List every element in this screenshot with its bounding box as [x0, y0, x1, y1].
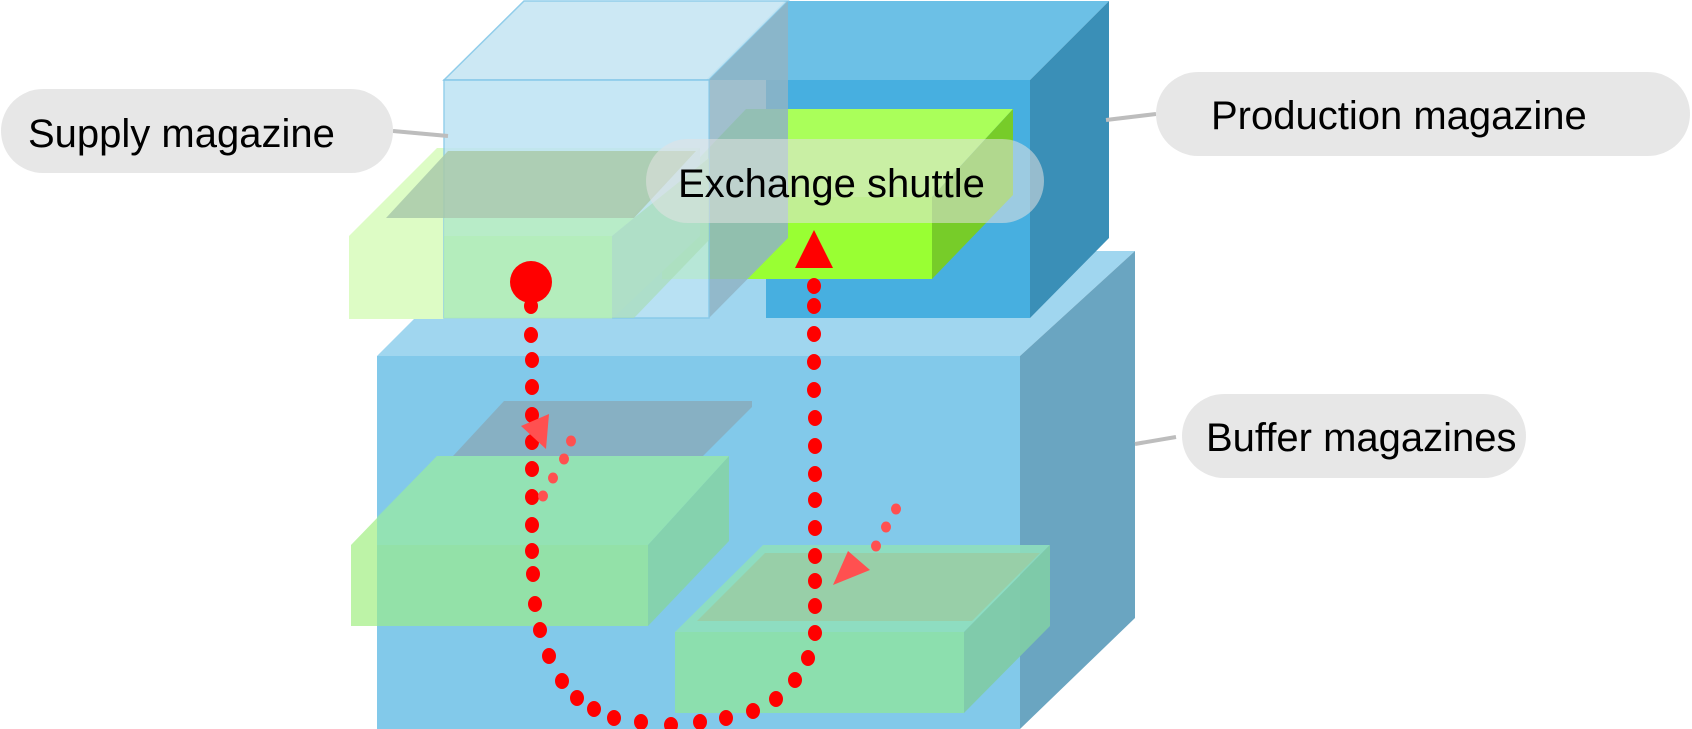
- path-dot: [746, 703, 760, 719]
- path-start-dot: [510, 261, 552, 303]
- path-dot: [807, 354, 821, 370]
- path-dot: [693, 714, 707, 729]
- path-dot: [881, 521, 891, 533]
- path-dot: [528, 596, 542, 612]
- path-dot: [525, 517, 539, 533]
- buffer-swap-path-right: [871, 503, 901, 552]
- path-dot: [807, 298, 821, 314]
- production-label-text: Production magazine: [1211, 94, 1587, 138]
- path-dot: [891, 503, 901, 515]
- production-side-face: [1030, 1, 1109, 318]
- path-dot: [525, 461, 539, 477]
- path-dot: [664, 717, 678, 729]
- path-dot: [634, 714, 648, 729]
- supply-leader-line: [392, 129, 449, 138]
- production-label-bg: [1156, 72, 1690, 156]
- path-dot: [807, 382, 821, 398]
- path-dot: [607, 710, 621, 726]
- path-dot: [788, 672, 802, 688]
- buffer-plate-right: [697, 553, 1040, 621]
- buffer-tray-left-overlay: [377, 545, 648, 626]
- buffer-label-bg: [1182, 394, 1526, 478]
- path-dot: [807, 278, 821, 294]
- path-dot: [548, 472, 558, 484]
- path-dot: [801, 650, 815, 666]
- path-dot: [555, 673, 569, 689]
- buffer-arrowhead-right: [833, 551, 870, 585]
- buffer-arrowhead-left: [521, 414, 549, 449]
- production-magazine-label: Production magazine: [1156, 72, 1690, 156]
- buffer-swap-path-left: [538, 435, 576, 502]
- path-dot: [808, 410, 822, 426]
- buffer-tray-right-front: [675, 632, 964, 713]
- buffer-plate-left: [441, 401, 752, 469]
- path-dot: [524, 298, 538, 314]
- path-dot: [525, 543, 539, 559]
- buffer-magazines-label: Buffer magazines: [1182, 394, 1526, 478]
- path-dot: [538, 490, 548, 502]
- buffer-leader-line: [1134, 435, 1177, 446]
- path-dot: [719, 710, 733, 726]
- buffer-label-text: Buffer magazines: [1206, 416, 1517, 460]
- supply-magazine-label: Supply magazine: [1, 89, 393, 173]
- path-dot: [587, 701, 601, 717]
- path-dot: [871, 540, 881, 552]
- path-dot: [808, 598, 822, 614]
- path-dot: [525, 379, 539, 395]
- supply-plate: [386, 151, 696, 218]
- path-dot: [807, 326, 821, 342]
- path-dot: [525, 352, 539, 368]
- path-dot: [808, 573, 822, 589]
- path-dot: [808, 625, 822, 641]
- path-dot: [570, 690, 584, 706]
- path-dot: [808, 438, 822, 454]
- path-dot: [559, 453, 569, 465]
- path-dot: [808, 548, 822, 564]
- path-dot: [525, 407, 539, 423]
- supply-label-text: Supply magazine: [28, 112, 335, 156]
- path-dot: [524, 327, 538, 343]
- buffer-tray-left-top-overlay: [377, 456, 729, 545]
- supply-tray-inner-top: [444, 218, 634, 236]
- buffer-tray-left-side: [648, 456, 729, 626]
- path-dot: [525, 489, 539, 505]
- exchange-shuttle-label: Exchange shuttle: [646, 139, 1044, 223]
- shuttle-label-text: Exchange shuttle: [678, 162, 985, 206]
- transfer-path-dotted: [524, 278, 822, 729]
- supply-label-bg: [1, 89, 393, 173]
- shuttle-arrowhead-up: [795, 230, 833, 268]
- buffer-tray-right: [675, 545, 1050, 713]
- production-top-face: [706, 1, 1109, 80]
- path-dot: [808, 520, 822, 536]
- production-leader-line: [1105, 112, 1157, 122]
- path-dot: [566, 435, 576, 447]
- path-dot: [542, 648, 556, 664]
- buffer-tray-right-side: [964, 545, 1050, 713]
- path-dot: [526, 566, 540, 582]
- shuttle-label-bg: [646, 139, 1044, 223]
- path-dot: [769, 691, 783, 707]
- path-dot: [808, 492, 822, 508]
- path-dot: [533, 622, 547, 638]
- path-dot: [808, 466, 822, 482]
